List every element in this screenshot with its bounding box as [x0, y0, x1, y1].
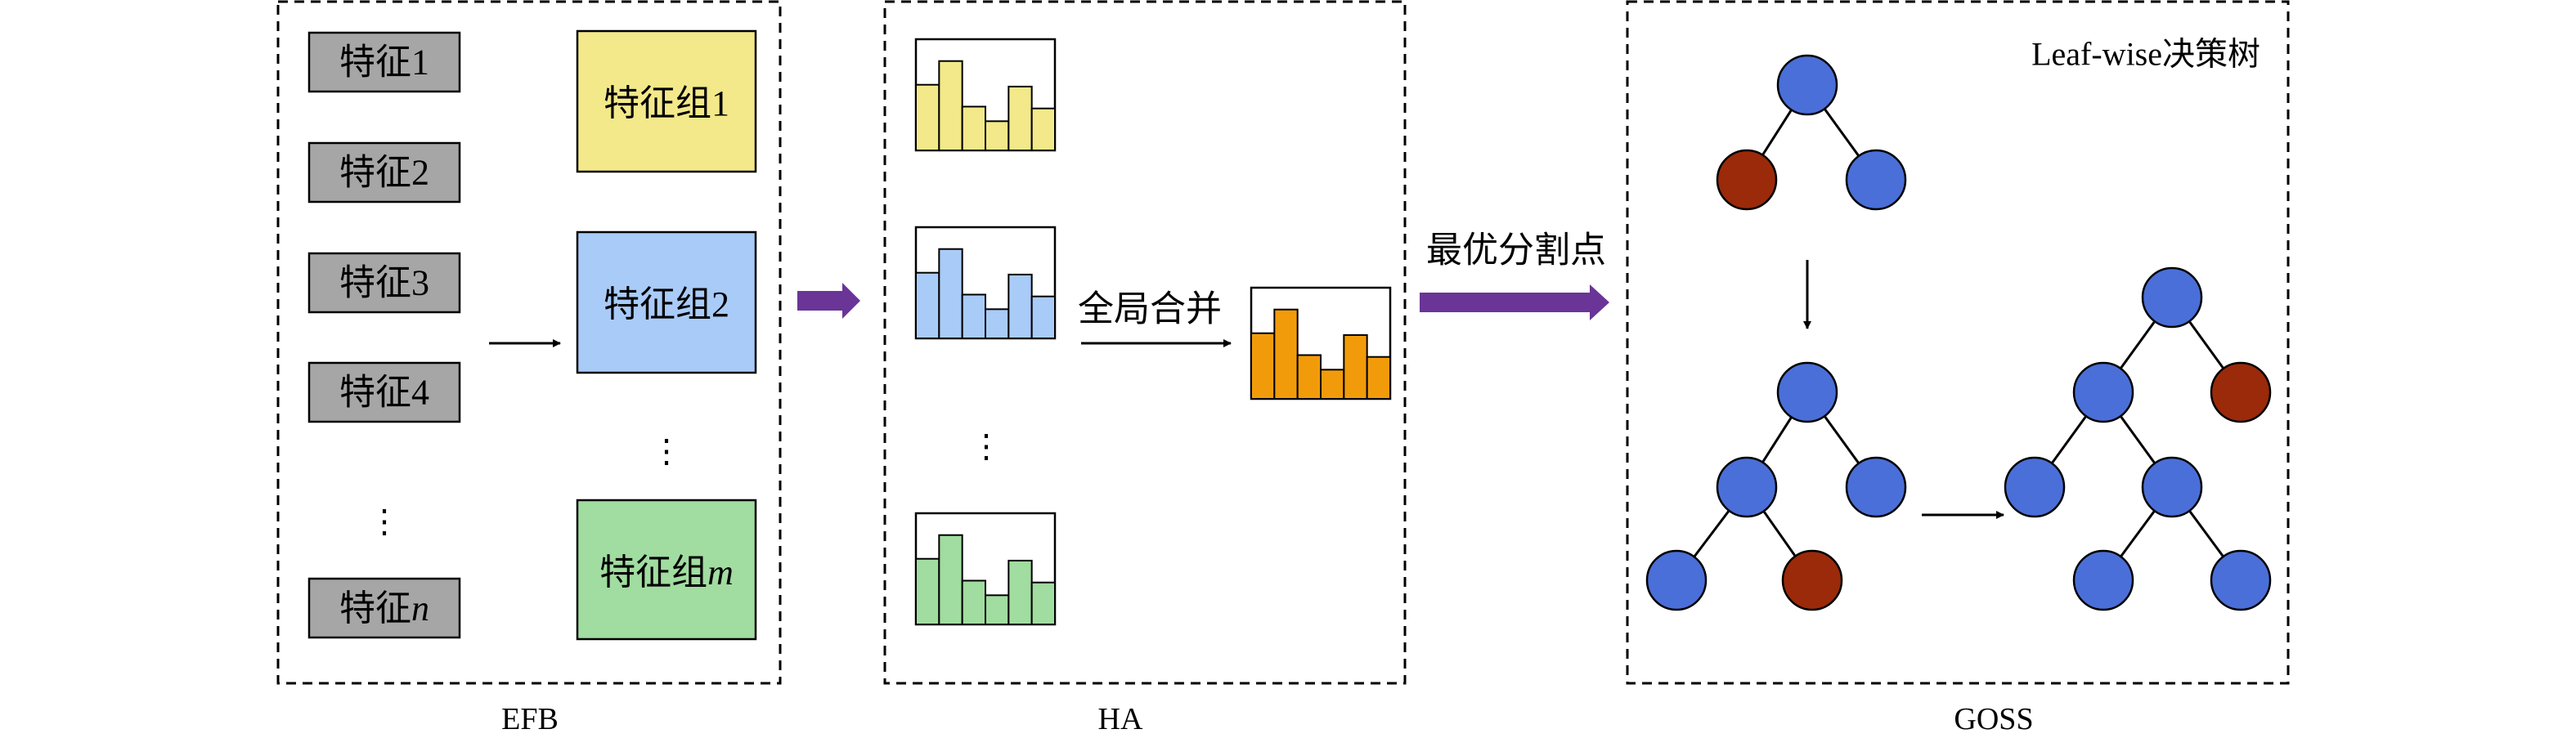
efb-panel	[276, 0, 782, 685]
split-point-label: 最优分割点	[1426, 230, 1606, 271]
histogram-2-bar	[985, 308, 1010, 339]
feature-box-n	[307, 577, 461, 639]
merged-histogram-icon-bar	[1250, 332, 1276, 400]
feature-label-4: 特征4	[339, 373, 429, 413]
merged-histogram-icon-bar	[1273, 308, 1299, 400]
tree1-leaf-node-selected	[1716, 149, 1778, 211]
tree3-root-node	[2141, 266, 2203, 329]
tree3-leaf-node	[2004, 456, 2066, 518]
ha-to-goss-arrow	[1420, 284, 1609, 320]
feature-groups: 特征组1 特征组2 ⋮ 特征组m	[576, 29, 757, 641]
feature-group-label-1: 特征组1	[604, 83, 729, 123]
tree3-leaf-node	[2210, 549, 2272, 611]
feature-box-4	[307, 361, 461, 423]
feature-label-3: 特征3	[339, 263, 429, 303]
leaf-wise-title: Leaf-wise决策树	[2031, 36, 2260, 73]
tree2-leaf-node	[1845, 456, 1907, 518]
histogram-1-bar	[1030, 107, 1056, 152]
tree3-inner-node	[2141, 456, 2203, 518]
feature-box-1	[307, 31, 461, 93]
histogram-2-bar	[938, 248, 963, 339]
merged-histogram-icon	[1250, 286, 1392, 400]
goss-panel	[1626, 0, 2290, 685]
histogram-m-bar	[1030, 581, 1056, 626]
feature-group-box-m	[576, 499, 757, 641]
feature-label-1: 特征1	[339, 42, 429, 83]
tree2-inner-node	[1716, 456, 1778, 518]
histogram-2-bar	[1030, 295, 1056, 340]
histogram-1-bar	[915, 83, 940, 151]
histogram-ellipsis: ⋮	[970, 428, 1003, 465]
merged-histogram-icon-bar	[1343, 333, 1368, 400]
histogram-m-bar	[985, 594, 1010, 625]
tree3-leaf-node-selected	[2210, 361, 2272, 423]
tree3-inner-node	[2072, 361, 2134, 423]
ha-panel	[883, 0, 1407, 685]
histogram-2-bar	[1008, 273, 1033, 340]
tree1-leaf-node	[1845, 149, 1907, 211]
group-ellipsis: ⋮	[650, 433, 683, 470]
histogram-m-bar	[915, 557, 940, 626]
feature-label-n: 特征n	[339, 588, 429, 629]
feature-group-label-2: 特征组2	[604, 284, 729, 324]
feature-box-2	[307, 141, 461, 204]
merge-label: 全局合并	[1078, 289, 1222, 329]
histogram-1-bar	[985, 120, 1010, 151]
efb-caption: EFB	[501, 702, 559, 736]
histograms	[914, 38, 1057, 626]
merged-histogram-icon-bar	[1320, 369, 1345, 400]
tree2-root-node	[1776, 361, 1838, 423]
tree2-leaf-node-selected	[1781, 549, 1843, 611]
feature-group-box-2	[576, 230, 757, 374]
goss-caption: GOSS	[1954, 702, 2033, 736]
feature-list: 特征1 特征2 特征3 特征4 ⋮ 特征n	[307, 31, 461, 639]
histogram-2	[914, 226, 1057, 340]
histogram-m-bar	[938, 534, 963, 625]
feature-group-label-m: 特征组m	[599, 552, 734, 593]
efb-to-ha-arrow	[797, 283, 860, 319]
merged-histogram-icon-bar	[1296, 354, 1322, 400]
feature-group-box-1	[576, 29, 757, 173]
histogram-1-bar	[1008, 85, 1033, 151]
tree1-root-node	[1776, 54, 1838, 116]
tree3-leaf-node	[2072, 549, 2134, 611]
ha-caption: HA	[1098, 702, 1143, 736]
histogram-1-bar	[961, 105, 986, 151]
histogram-m	[914, 512, 1057, 626]
merged-histogram-icon-bar	[1366, 356, 1391, 400]
histogram-1-bar	[938, 60, 963, 151]
tree2-leaf-node	[1645, 549, 1708, 611]
histogram-m-bar	[961, 579, 986, 625]
histogram-2-bar	[961, 293, 986, 339]
merged-histogram	[1250, 286, 1392, 400]
tree-nodes	[1645, 54, 2272, 611]
feature-ellipsis: ⋮	[368, 503, 401, 540]
histogram-1	[914, 38, 1057, 152]
histogram-m-bar	[1008, 559, 1033, 625]
feature-box-3	[307, 252, 461, 314]
histogram-2-bar	[915, 271, 940, 339]
feature-label-2: 特征2	[339, 153, 429, 193]
